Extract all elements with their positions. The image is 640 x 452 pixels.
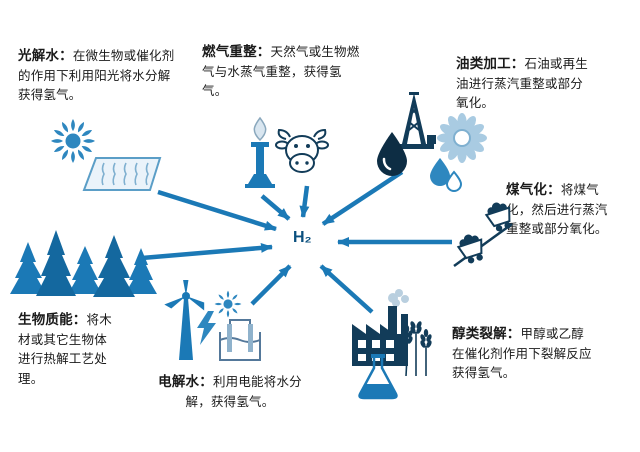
wheat-icon [398,320,432,378]
sun-icon [50,118,96,164]
section-coal-gasification: 煤气化：将煤气化，然后进行蒸汽重整或部分氧化。 [506,180,620,240]
section-electrolysis: 电解水：利用电能将水分解，获得氢气。 [156,372,304,412]
flask-icon [356,352,400,402]
section-oil-processing-body: 石油或再生油进行蒸汽重整或部分氧化。 [456,57,589,111]
water-pool-icon [82,152,164,196]
arrow-from-alcohol [319,264,374,314]
oil-rig-icon [388,90,440,154]
bunsen-burner-icon [240,116,280,190]
arrow-from-oil [321,170,404,226]
section-alcohol-cracking-body: 甲醇或乙醇在催化剂作用下裂解反应获得氢气。 [452,327,592,381]
section-alcohol-cracking-title: 醇类裂解： [452,326,521,341]
center-h2-label: H₂ [291,229,314,247]
section-electrolysis-body: 利用电能将水分解，获得氢气。 [185,375,302,409]
section-oil-processing: 油类加工：石油或再生油进行蒸汽重整或部分氧化。 [456,54,588,114]
cow-icon [274,128,330,176]
section-photolysis-title: 光解水： [18,48,73,63]
section-coal-gasification-title: 煤气化： [506,182,561,197]
section-alcohol-cracking: 醇类裂解：甲醇或乙醇在催化剂作用下裂解反应获得氢气。 [452,324,594,384]
arrow-from-photolysis [157,189,277,232]
section-photolysis-body: 在微生物或催化剂的作用下利用阳光将水分解获得氢气。 [18,49,175,103]
section-biomass-title: 生物质能： [18,312,87,327]
arrow-from-forest [141,242,273,261]
section-photolysis: 光解水：在微生物或催化剂的作用下利用阳光将水分解获得氢气。 [18,46,182,106]
forest-icon [8,220,158,298]
arrow-from-electrolysis [250,264,292,306]
lightning-icon [194,310,220,346]
section-electrolysis-title: 电解水： [158,374,213,389]
oil-drop-icon [374,130,410,176]
factory-icon [344,288,416,368]
section-gas-reforming-title: 燃气重整： [202,44,271,59]
electrolyzer-icon [212,318,268,364]
small-sun-icon [214,290,242,318]
section-oil-processing-title: 油类加工： [456,56,525,71]
section-coal-gasification-body: 将煤气化，然后进行蒸汽重整或部分氧化。 [506,183,608,237]
sunflower-icon [436,112,488,164]
coal-carts-icon [452,198,514,270]
arrow-from-cow [299,185,310,218]
water-drops-icon [428,156,463,196]
section-biomass: 生物质能：将木材或其它生物体进行热解工艺处理。 [18,310,118,389]
section-gas-reforming: 燃气重整：天然气或生物燃气与水蒸气重整，获得氢气。 [202,42,366,102]
arrow-from-burner [260,194,291,221]
section-gas-reforming-body: 天然气或生物燃气与水蒸气重整，获得氢气。 [202,45,360,99]
section-biomass-body: 将木材或其它生物体进行热解工艺处理。 [18,313,112,386]
